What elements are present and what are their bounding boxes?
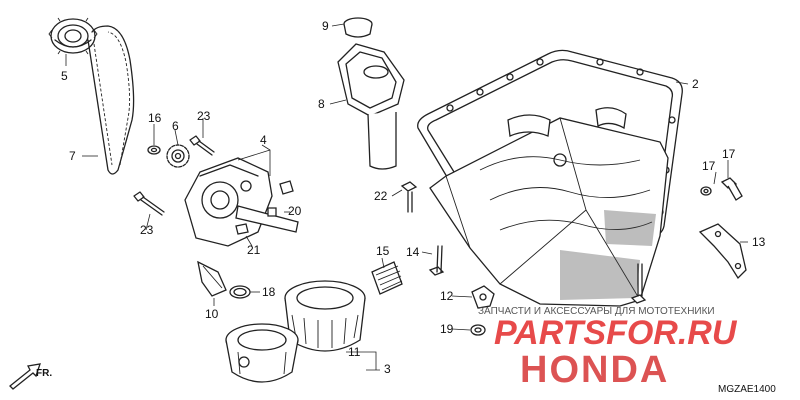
callout-7: 7 — [69, 149, 76, 163]
part-bolt-22[interactable] — [400, 181, 418, 213]
part-sprocket[interactable] — [48, 17, 98, 55]
callout-12: 12 — [440, 289, 454, 303]
pan-shading — [560, 210, 656, 300]
front-direction-marker: FR. — [9, 363, 52, 390]
part-drain-bolt-17[interactable] — [720, 177, 743, 201]
leader-lines — [65, 23, 748, 371]
part-nut-19[interactable] — [470, 324, 486, 336]
part-washer-20[interactable] — [700, 186, 712, 196]
callout-2: 2 — [692, 77, 699, 91]
callout-23a: 23 — [197, 109, 211, 123]
callout-8: 8 — [318, 97, 325, 111]
callout-23b: 23 — [140, 223, 154, 237]
callout-11: 11 — [348, 345, 361, 359]
part-hose-15[interactable] — [371, 261, 403, 295]
watermark-tagline: ЗАПЧАСТИ И АКСЕССУАРЫ ДЛЯ МОТОТЕХНИКИ — [478, 306, 715, 317]
callout-21a: 20 — [288, 204, 302, 218]
part-pump-gear[interactable] — [166, 144, 190, 168]
callout-labels: 5 7 16 6 23 4 20 21 23 10 18 11 3 15 9 8… — [61, 19, 766, 376]
callout-20: 17 — [702, 159, 716, 173]
callout-16: 16 — [148, 111, 162, 125]
part-oil-pan-1[interactable] — [429, 107, 669, 307]
part-bracket-13[interactable] — [698, 223, 747, 280]
part-bolt-14[interactable] — [428, 245, 445, 276]
watermark-site: PARTSFOR.RU — [494, 314, 738, 352]
part-oil-filter-3[interactable] — [225, 323, 299, 383]
part-oil-filter-11[interactable] — [284, 280, 366, 352]
front-label: FR. — [36, 368, 52, 379]
callout-21b: 21 — [247, 243, 261, 257]
part-clip-12[interactable] — [471, 285, 495, 309]
part-oring-18[interactable] — [229, 285, 251, 299]
part-oil-pump[interactable] — [184, 157, 299, 247]
watermark-brand: HONDA — [520, 349, 669, 391]
callout-13: 13 — [752, 235, 766, 249]
callout-9: 9 — [322, 19, 329, 33]
part-bolt-lower-right[interactable] — [630, 263, 647, 304]
callout-14: 14 — [406, 245, 420, 259]
callout-22: 22 — [374, 189, 388, 203]
callout-3: 3 — [384, 362, 391, 376]
watermark: ЗАПЧАСТИ И АКСЕССУАРЫ ДЛЯ МОТОТЕХНИКИ PA… — [478, 306, 738, 391]
callout-17: 17 — [722, 147, 736, 161]
callout-10: 10 — [205, 307, 219, 321]
callout-5: 5 — [61, 69, 68, 83]
part-washer-16[interactable] — [147, 145, 161, 155]
part-bolt-23-lower[interactable] — [133, 191, 165, 216]
part-strainer-pipe[interactable] — [197, 260, 227, 297]
callout-15: 15 — [376, 244, 390, 258]
part-filler-tube-8[interactable] — [337, 43, 405, 170]
callout-6: 6 — [172, 119, 179, 133]
callout-19: 19 — [440, 322, 454, 336]
part-chain[interactable] — [87, 25, 135, 175]
callout-18: 18 — [262, 285, 276, 299]
part-bolt-23-upper[interactable] — [189, 135, 215, 156]
diagram-code: MGZAE1400 — [718, 384, 776, 395]
part-cap-9[interactable] — [343, 17, 373, 38]
callout-4: 4 — [260, 133, 267, 147]
